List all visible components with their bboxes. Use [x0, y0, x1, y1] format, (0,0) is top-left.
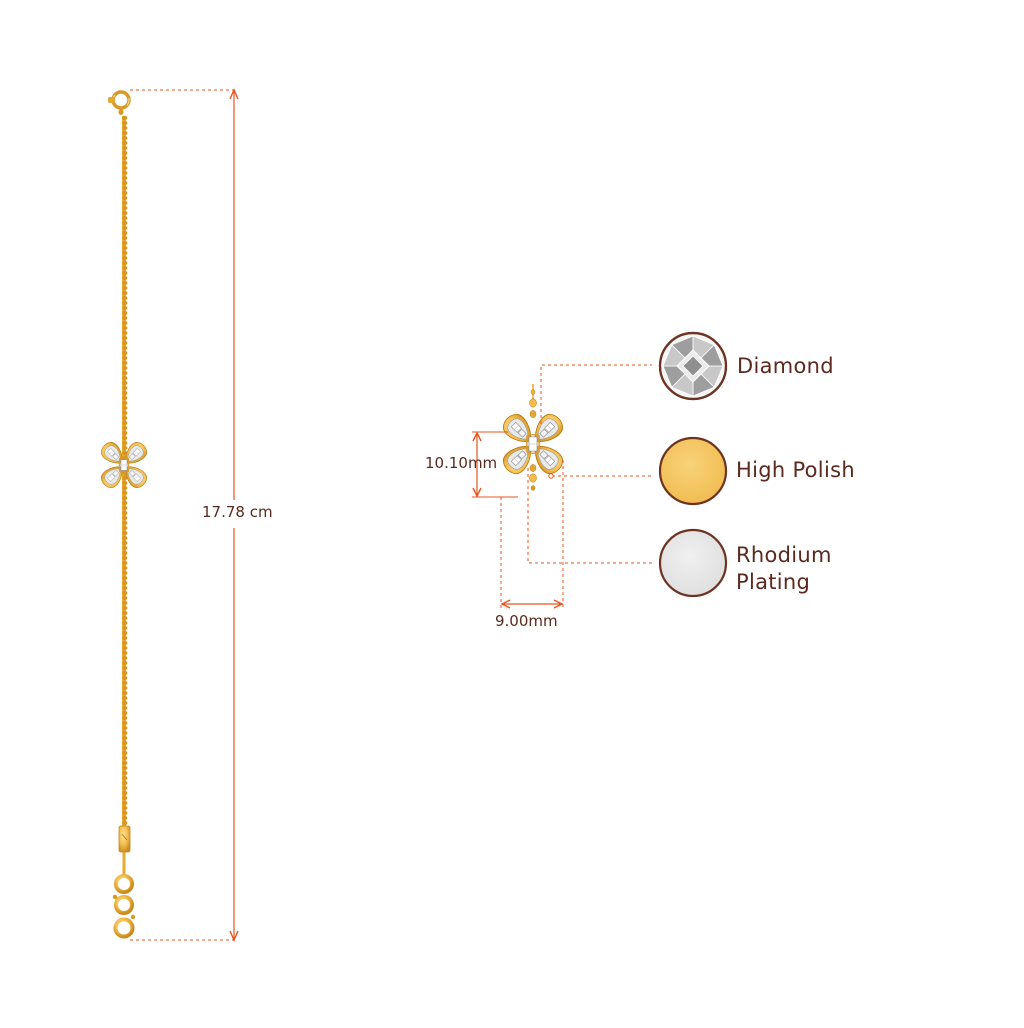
closeup-flower-charm [503, 414, 563, 474]
height-dimension-line [472, 431, 518, 498]
material-swatches [658, 331, 728, 598]
charm-closeup [503, 384, 563, 491]
closeup-bead-chain [529, 384, 537, 491]
material-label-rhodium-plating: Rhodium Plating [736, 543, 832, 594]
leader-diamond [540, 364, 652, 424]
diamond-stone-icon [658, 331, 728, 401]
bracelet-chain [122, 115, 128, 876]
material-label-diamond: Diamond [737, 354, 834, 378]
bracelet-flower-charm [101, 442, 147, 488]
bracelet-tag [118, 825, 131, 853]
gold-swatch-icon [658, 436, 728, 506]
leader-rhodium [527, 468, 652, 564]
length-dimension-label: 17.78 cm [202, 503, 273, 521]
spring-ring-clasp [108, 90, 131, 115]
material-label-high-polish: High Polish [736, 458, 855, 482]
rhodium-swatch-icon [658, 528, 728, 598]
width-dimension-line [500, 460, 564, 610]
height-dimension-label: 10.10mm [425, 454, 498, 472]
width-dimension-label: 9.00mm [495, 612, 558, 630]
length-dimension-line [130, 88, 239, 942]
bracelet [101, 90, 147, 939]
material-leader-lines [527, 364, 652, 564]
bracelet-extension-rings [112, 874, 136, 939]
